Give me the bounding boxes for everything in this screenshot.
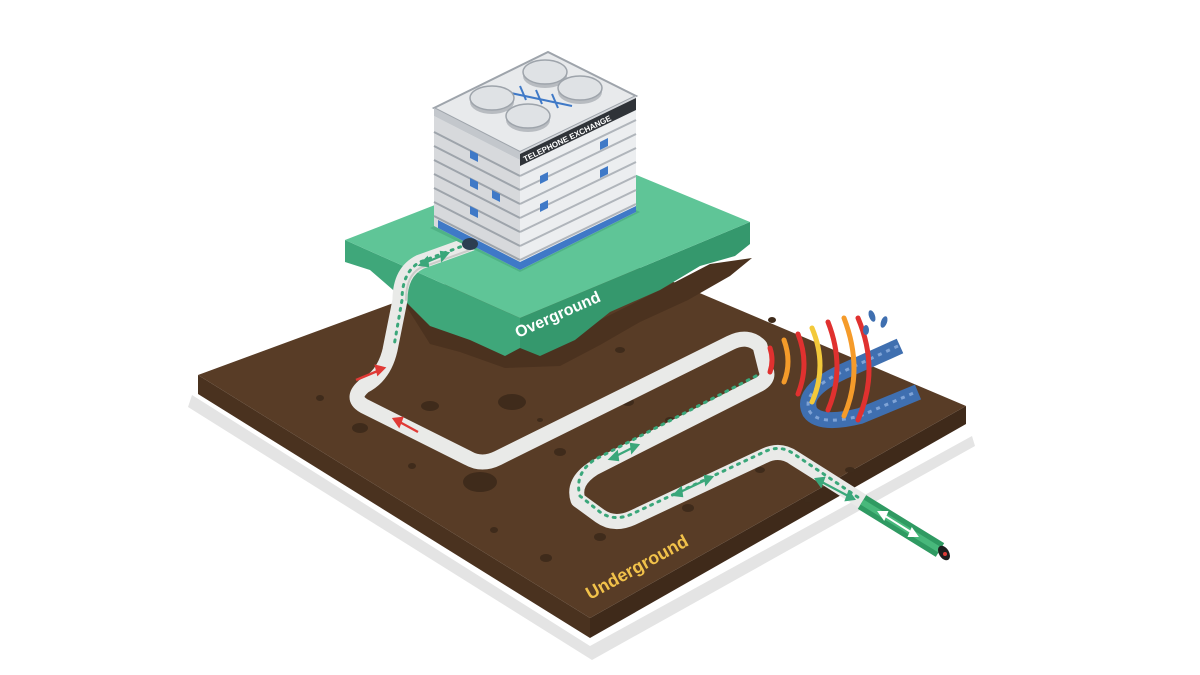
- grass-left-face: [345, 240, 520, 356]
- water-drops-icon: [863, 310, 888, 335]
- slab-left-face: [198, 375, 590, 638]
- red-arrow-icon: [355, 364, 387, 382]
- double-headed-arrow-icon: [671, 474, 715, 498]
- interference-waves-icon: [767, 315, 872, 423]
- telephone-exchange-building-icon: TELEPHONE EXCHANGE: [430, 50, 640, 272]
- double-headed-arrow-icon: [814, 476, 856, 502]
- fibre-signal-path: [392, 242, 470, 348]
- slab-shadow: [188, 395, 975, 660]
- slab-right-face: [590, 406, 966, 638]
- duct-entry: [462, 238, 478, 250]
- double-headed-arrow-icon: [877, 511, 919, 537]
- interference-zone: [767, 310, 922, 429]
- grass-right-face: [520, 222, 750, 356]
- double-headed-arrow-icon: [417, 250, 451, 268]
- roof-rails: [505, 85, 573, 109]
- duct-pipe-shadow: [405, 249, 471, 301]
- fibre-signal-path-lower: [577, 374, 864, 519]
- red-arrow-icon: [391, 416, 419, 434]
- building-floors-right: [519, 119, 637, 261]
- water-pipe-twist: [806, 344, 917, 422]
- duct-network: [349, 236, 950, 561]
- building-windows: [438, 138, 636, 270]
- rooftop-units: [469, 59, 603, 132]
- cable-exit: [857, 495, 950, 561]
- building-sign-panel: [520, 98, 636, 166]
- double-headed-arrow-icon: [607, 442, 641, 462]
